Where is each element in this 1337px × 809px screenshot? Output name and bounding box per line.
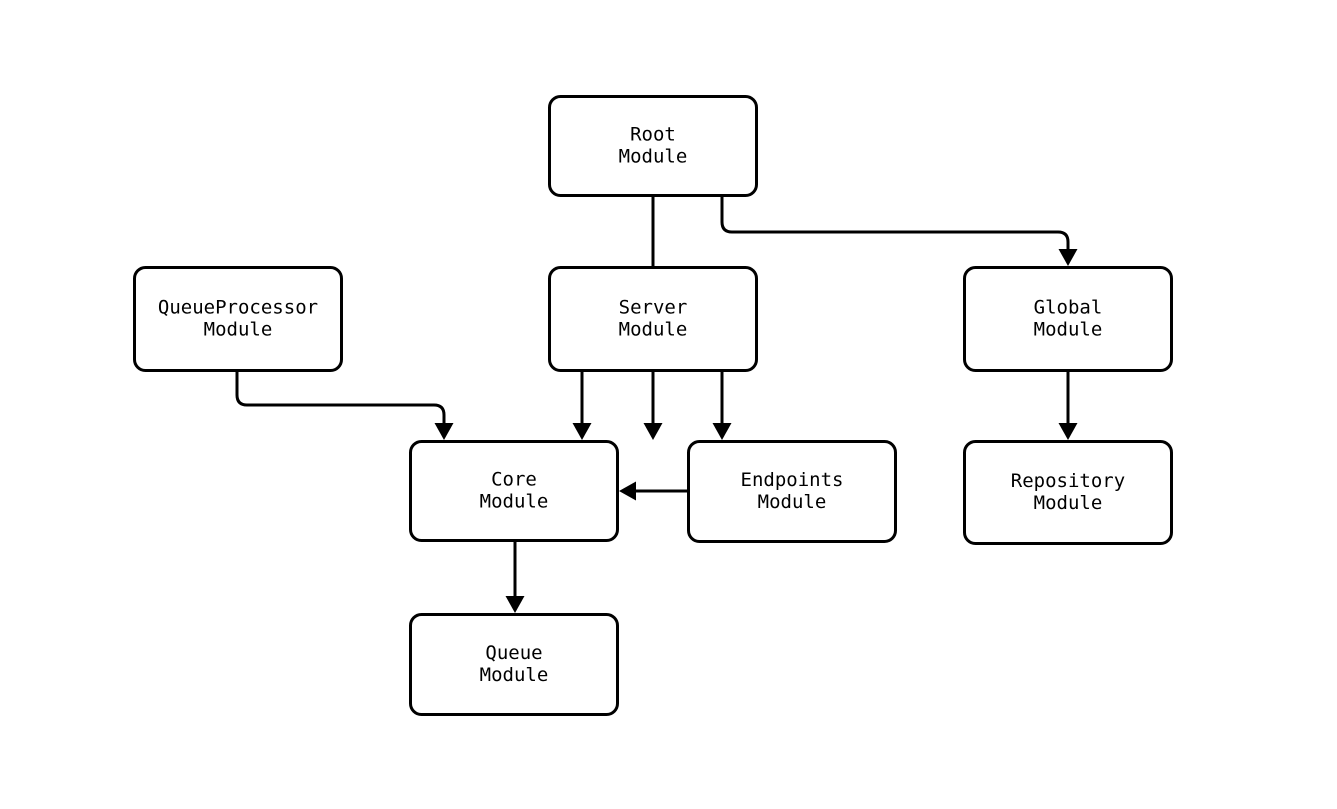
arrowhead-icon [1058, 249, 1078, 266]
node-label-line1-global: Global [1034, 297, 1103, 319]
edge-line [720, 197, 1070, 254]
node-box-queue[interactable] [409, 613, 619, 716]
node-label-line1-server: Server [619, 297, 688, 319]
node-label-line1-endpoints: Endpoints [741, 469, 844, 491]
node-label-line1-queue: Queue [485, 642, 542, 664]
node-label-line1-repository: Repository [1011, 470, 1125, 492]
node-box-repository[interactable] [963, 440, 1173, 545]
node-label-line2-queue: Module [480, 664, 549, 686]
arrowhead-icon [572, 423, 592, 440]
nodes-layer: RootModuleQueueProcessorModuleServerModu… [133, 95, 1173, 716]
node-box-server[interactable] [548, 266, 758, 372]
edge-server-to-core [572, 372, 592, 440]
arrowhead-icon [434, 423, 454, 440]
node-label-line1-core: Core [491, 469, 537, 491]
node-label-line2-root: Module [619, 146, 688, 168]
arrowhead-icon [643, 423, 663, 440]
node-label-line1-root: Root [630, 124, 676, 146]
node-label-line2-global: Module [1034, 319, 1103, 341]
edge-global-to-repository [1058, 372, 1078, 440]
arrowhead-icon [712, 423, 732, 440]
node-label-line1-queueprocessor: QueueProcessor [158, 297, 318, 319]
edge-core-to-queue [505, 542, 525, 613]
edge-line [235, 372, 446, 428]
node-box-global[interactable] [963, 266, 1173, 372]
node-label-line2-core: Module [480, 491, 549, 513]
node-box-core[interactable] [409, 440, 619, 542]
edge-root-to-global [720, 197, 1078, 266]
node-label-line2-repository: Module [1034, 492, 1103, 514]
edges-layer [235, 197, 1078, 613]
node-box-endpoints[interactable] [687, 440, 897, 543]
edge-server-to-endpoints [712, 372, 732, 440]
node-box-root[interactable] [548, 95, 758, 197]
node-label-line2-endpoints: Module [758, 491, 827, 513]
node-box-queueprocessor[interactable] [133, 266, 343, 372]
node-label-line2-queueprocessor: Module [204, 319, 273, 341]
arrowhead-icon [505, 596, 525, 613]
node-label-line2-server: Module [619, 319, 688, 341]
arrowhead-icon [1058, 423, 1078, 440]
edge-queueprocessor-to-core [235, 372, 454, 440]
arrowhead-icon [619, 481, 636, 501]
edge-endpoints-to-core [619, 481, 687, 501]
